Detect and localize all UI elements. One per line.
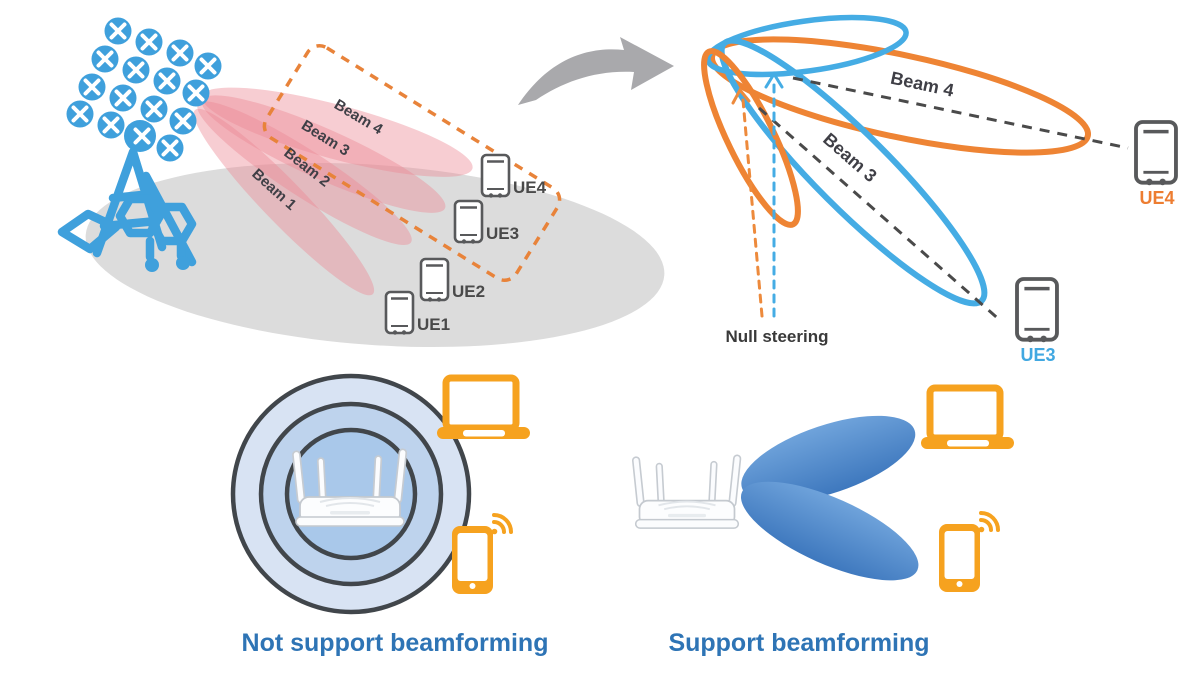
beamforming-panel: Support beamforming xyxy=(631,388,1014,657)
beam-lobe-3 xyxy=(201,95,446,213)
left-panel: Beam 4 Beam 3 Beam 2 Beam 1 xyxy=(57,15,665,348)
ue2-label: UE2 xyxy=(452,282,485,301)
beam4-lobe-orange xyxy=(709,36,1091,156)
ue4-label-right: UE4 xyxy=(1139,188,1174,208)
ue-devices-right: UE4 UE3 xyxy=(1015,120,1178,365)
beam4-axis xyxy=(792,76,1129,150)
ue-devices-left: UE1 UE2 UE3 UE4 xyxy=(384,153,547,337)
beam-group-outline xyxy=(262,44,562,282)
ue3-label: UE3 xyxy=(486,224,519,243)
null-steering-arrows xyxy=(731,71,784,318)
ue-phone-icon xyxy=(419,257,450,304)
right-panel: Beam 4 Beam 3 Null steering UE4 UE3 xyxy=(701,14,1178,365)
ue1-label: UE1 xyxy=(417,315,450,334)
ue4-label: UE4 xyxy=(513,178,547,197)
directed-lobe-upper xyxy=(741,415,916,503)
caption-support: Support beamforming xyxy=(668,629,929,657)
ue-phone-icon xyxy=(1015,277,1059,345)
laptop-icon xyxy=(921,388,1014,449)
beam-lobe-1 xyxy=(193,108,375,296)
caption-not-support: Not support beamforming xyxy=(242,629,549,657)
no-beamforming-panel: Not support beamforming xyxy=(230,373,549,657)
beam-lobe-2 xyxy=(197,101,412,245)
router-icon xyxy=(631,453,742,530)
pink-beam-lobes xyxy=(193,87,473,296)
laptop-icon xyxy=(437,378,530,439)
ue3-label-right: UE3 xyxy=(1020,345,1055,365)
ue-phone-icon xyxy=(480,153,511,199)
smartphone-icon xyxy=(937,511,1000,594)
side-lobe-orange xyxy=(701,48,801,228)
directed-lobe-lower xyxy=(740,481,919,581)
antenna-array-icon xyxy=(64,15,224,164)
beam4-axis-label: Beam 4 xyxy=(889,68,956,101)
coverage-ellipse xyxy=(85,162,665,348)
zoom-arrow-icon xyxy=(518,37,674,105)
base-station-icon xyxy=(57,147,197,272)
beam-lobe-4 xyxy=(201,87,473,177)
smartphone-icon xyxy=(450,513,513,596)
ue-phone-icon xyxy=(384,290,415,337)
ue-phone-icon xyxy=(453,199,484,245)
null-steering-label: Null steering xyxy=(726,327,829,346)
ue-phone-icon xyxy=(1134,120,1178,188)
